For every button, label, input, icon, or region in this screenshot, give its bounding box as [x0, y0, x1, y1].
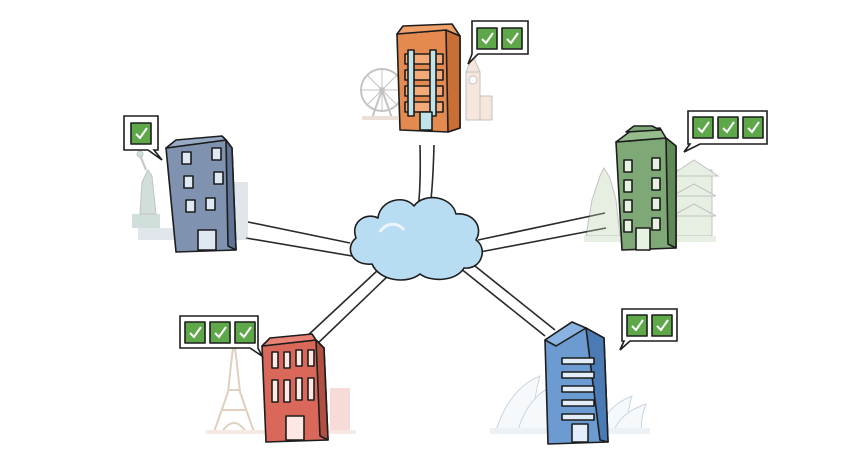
approved-document-icon [234, 321, 256, 344]
building-asia [615, 125, 677, 251]
approval-bubble-london [467, 20, 529, 65]
cloud-icon [349, 196, 484, 281]
connection-newyork [245, 221, 353, 257]
approved-document-icon [476, 27, 498, 50]
connection-asia [477, 212, 607, 253]
approved-document-icon [692, 116, 714, 139]
connection-lines [245, 144, 607, 347]
building-sydney [544, 321, 609, 445]
building-newyork [165, 135, 237, 253]
approved-document-icon [209, 321, 231, 344]
approved-document-icon [651, 314, 673, 337]
approved-document-icon [717, 116, 739, 139]
approval-bubble-paris [179, 315, 265, 359]
site-paris [179, 315, 356, 443]
approval-bubble-asia [683, 110, 768, 153]
approved-document-icon [626, 314, 648, 337]
site-newyork [123, 115, 248, 253]
approved-document-icon [501, 27, 523, 50]
london-eye-big-ben-icon [360, 54, 493, 121]
site-sydney [490, 308, 678, 445]
connection-paris [304, 269, 391, 347]
approved-document-icon [742, 116, 764, 139]
approval-bubble-newyork [123, 115, 163, 161]
building-london [396, 23, 461, 133]
approval-bubble-sydney [619, 308, 678, 351]
approved-document-icon [184, 321, 206, 344]
site-london [360, 20, 529, 133]
connection-sydney [459, 261, 556, 337]
building-paris [261, 333, 329, 443]
site-asia [584, 110, 768, 251]
approved-document-icon [130, 122, 152, 145]
